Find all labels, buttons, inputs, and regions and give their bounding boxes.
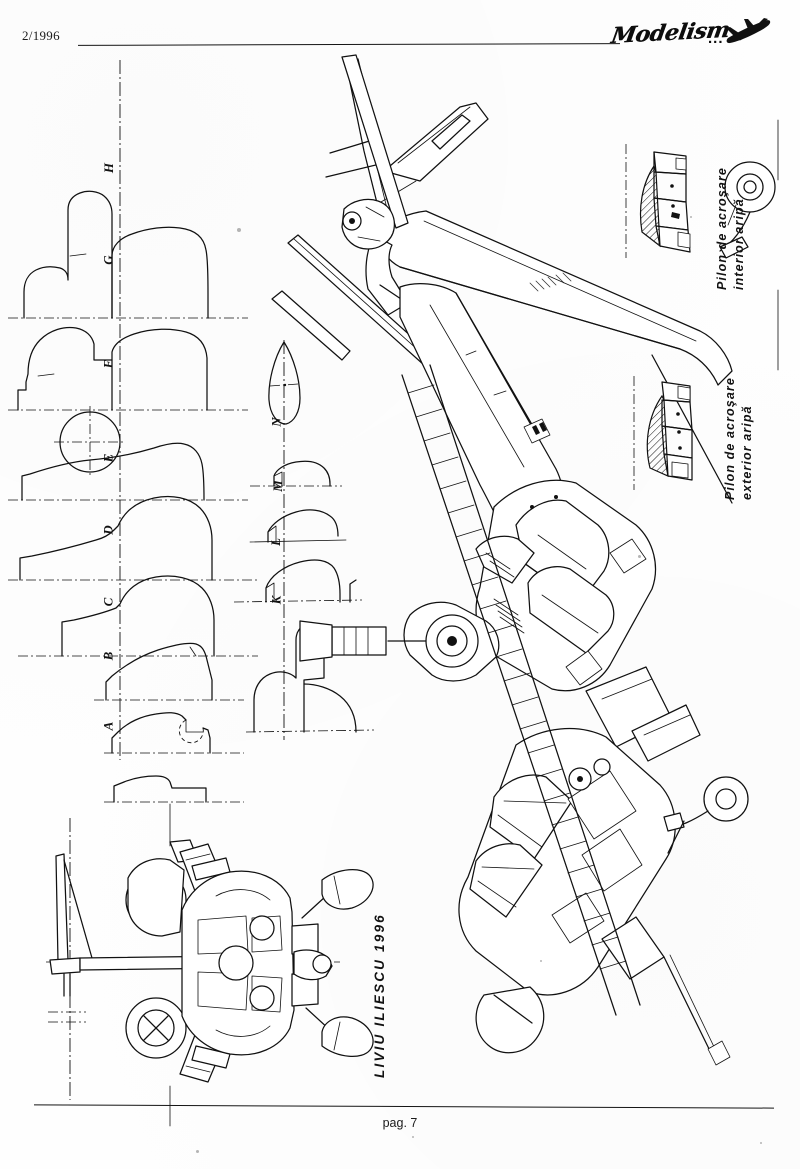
boom-stencil-marking — [529, 272, 572, 292]
section-label-C: C — [100, 597, 116, 607]
caption-inner-pylon: Pilon de acroşare interior aripă — [714, 167, 748, 290]
cross-section-column-middle — [233, 340, 376, 740]
section-label-E: E — [100, 453, 116, 463]
scan-speck — [760, 1142, 762, 1144]
outer-pylon-detail-drawing — [628, 372, 718, 502]
page-number: pag. 7 — [382, 1116, 418, 1130]
cross-section-D — [18, 575, 258, 657]
artist-credit: LIVIU ILIESCU 1996 — [372, 913, 387, 1078]
cross-section-C — [94, 642, 244, 701]
scan-speck — [196, 1150, 199, 1153]
front-view-external-tanks — [301, 869, 374, 1057]
section-label-G: G — [100, 255, 116, 265]
cross-section-K — [233, 559, 363, 603]
main-rotor-blades — [271, 54, 433, 366]
scan-speck — [412, 1136, 414, 1138]
rotor-blade-ladder — [401, 364, 641, 1016]
main-rotor-mast — [299, 601, 500, 682]
helicopter-side-profile-drawing — [271, 54, 780, 1105]
section-label-A: A — [100, 721, 116, 731]
caption-inner-pylon-line2: interior aripă — [732, 198, 746, 290]
cross-section-L — [249, 509, 347, 543]
scan-speck — [690, 216, 692, 218]
cross-section-A — [104, 775, 244, 803]
scan-speck — [638, 555, 641, 558]
helicopter-front-view-drawing — [40, 800, 374, 1130]
section-label-F: F — [100, 359, 116, 369]
tail-boom — [365, 210, 733, 386]
front-view-tail-fin — [49, 853, 111, 997]
section-label-H: H — [101, 162, 117, 174]
scan-speck — [237, 228, 241, 232]
landing-gear-right — [663, 776, 749, 854]
aircraft-silhouette-icon — [726, 18, 771, 44]
section-label-B: B — [100, 651, 116, 661]
horizontal-stabilizer — [375, 102, 489, 206]
caption-outer-pylon: Pilon de acroşare exterior aripă — [722, 377, 756, 500]
cross-section-F — [8, 406, 248, 501]
magazine-logo: Modelism ... — [609, 16, 772, 58]
main-rotor-head — [341, 198, 396, 250]
right-margin-guides — [770, 119, 790, 460]
front-view-fuselage — [181, 870, 333, 1056]
caption-inner-pylon-line1: Pilon de acroşare — [715, 167, 729, 290]
caption-outer-pylon-line2: exterior aripă — [740, 405, 754, 500]
cross-section-E — [8, 495, 258, 581]
scan-speck — [540, 960, 542, 962]
issue-number: 2/1996 — [22, 28, 60, 43]
cross-section-column-left — [8, 60, 258, 803]
logo-dots: ... — [708, 30, 724, 47]
cross-section-G — [8, 326, 248, 411]
cross-section-N — [268, 341, 301, 425]
stub-wing-pylons — [585, 666, 701, 762]
cockpit-nose — [458, 727, 731, 1066]
front-view-wheels — [125, 858, 187, 1059]
cross-section-H — [8, 190, 248, 319]
cross-section-B — [104, 712, 244, 754]
caption-outer-pylon-line1: Pilon de acroşare — [723, 377, 737, 500]
cross-section-M — [250, 460, 342, 487]
inner-pylon-detail-drawing — [620, 140, 710, 270]
tail-rotor — [719, 161, 776, 259]
fuselage-mid — [475, 479, 657, 692]
section-label-D: D — [100, 525, 116, 535]
